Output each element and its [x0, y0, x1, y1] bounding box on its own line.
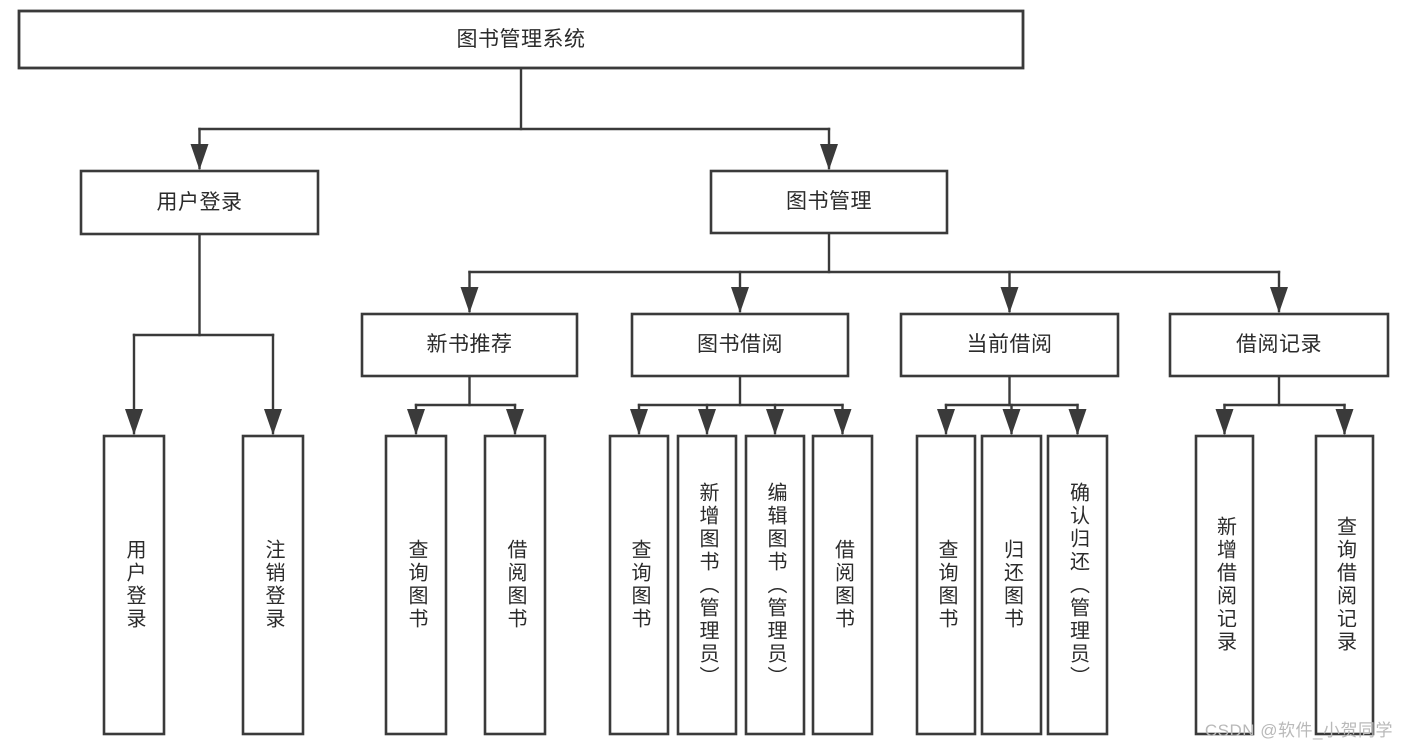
node-box-leaf-query-book-2[interactable] — [608, 434, 670, 736]
node-box-leaf-confirm-return[interactable] — [1046, 434, 1109, 736]
arrow-head-icon-leaf-query-book-2 — [630, 409, 648, 435]
node-box-leaf-query-book-1[interactable] — [384, 434, 448, 736]
arrow-head-icon-leaf-borrow-book-1 — [506, 409, 524, 435]
node-box-leaf-add-record[interactable] — [1194, 434, 1255, 736]
node-box-leaf-return-book[interactable] — [980, 434, 1043, 736]
node-box-borrow-record[interactable] — [1168, 312, 1390, 378]
arrow-head-icon-leaf-query-book-1 — [407, 409, 425, 435]
arrow-head-icon-user-login — [190, 144, 209, 170]
arrow-head-icon-leaf-borrow-book-2 — [833, 409, 852, 435]
node-box-leaf-query-book-3[interactable] — [915, 434, 977, 736]
arrow-head-icon-leaf-add-book — [698, 409, 716, 435]
node-box-root[interactable] — [17, 9, 1025, 70]
arrow-head-icon-leaf-logout — [264, 409, 282, 435]
node-box-leaf-logout[interactable] — [241, 434, 305, 736]
node-box-user-login[interactable] — [79, 169, 320, 236]
node-box-new-book-recommend[interactable] — [360, 312, 579, 378]
node-box-leaf-query-record[interactable] — [1314, 434, 1375, 736]
arrow-head-icon-current-borrow — [1000, 287, 1019, 313]
arrow-head-icon-borrow-record — [1270, 287, 1288, 313]
node-box-leaf-add-book[interactable] — [676, 434, 738, 736]
arrow-head-icon-leaf-user-login — [125, 409, 143, 435]
node-box-leaf-borrow-book-2[interactable] — [811, 434, 874, 736]
nodes-layer — [17, 9, 1390, 736]
arrow-head-icon-new-book-recommend — [460, 287, 479, 313]
arrow-head-icon-leaf-query-record — [1335, 409, 1354, 435]
node-box-book-borrow[interactable] — [630, 312, 850, 378]
node-box-current-borrow[interactable] — [899, 312, 1120, 378]
arrow-head-icon-leaf-return-book — [1002, 409, 1021, 435]
arrow-head-icon-leaf-query-book-3 — [937, 409, 955, 435]
node-box-leaf-edit-book[interactable] — [744, 434, 806, 736]
node-box-leaf-borrow-book-1[interactable] — [483, 434, 547, 736]
edges-layer — [125, 66, 1354, 435]
arrow-head-icon-book-manage — [820, 144, 838, 170]
node-box-book-manage[interactable] — [709, 169, 949, 235]
arrow-head-icon-book-borrow — [731, 287, 749, 313]
arrow-head-icon-leaf-edit-book — [766, 409, 784, 435]
arrow-head-icon-leaf-add-record — [1215, 409, 1234, 435]
node-box-leaf-user-login[interactable] — [102, 434, 166, 736]
arrow-head-icon-leaf-confirm-return — [1068, 409, 1087, 435]
